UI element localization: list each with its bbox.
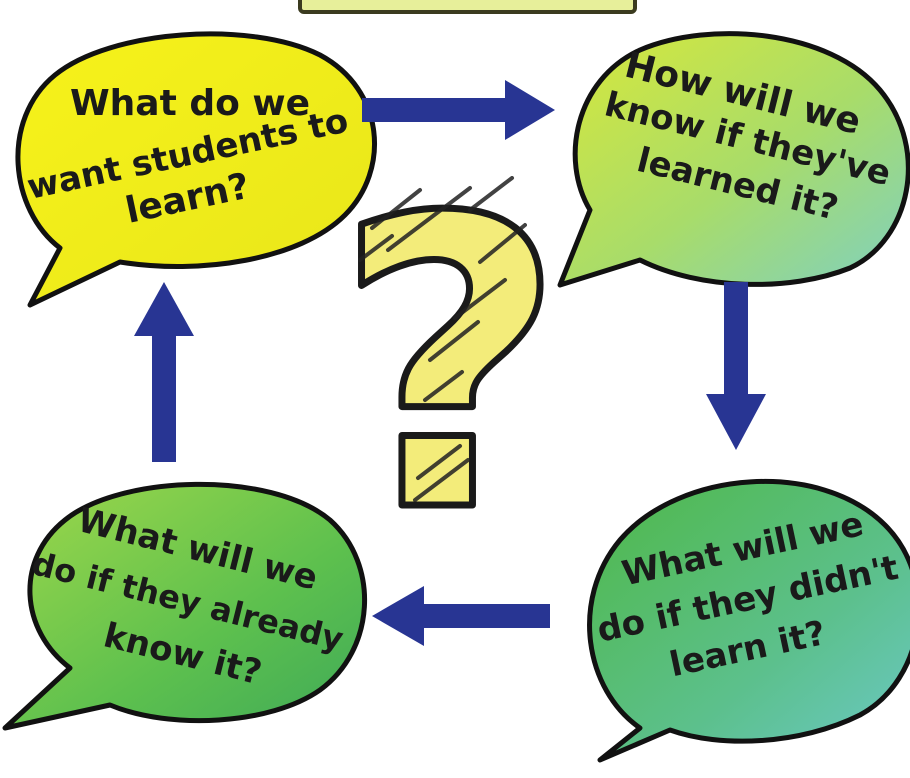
svg-text:What do we: What do we [70,83,310,124]
top-banner [298,0,637,14]
bubble-bottom-right: What will we do if they didn't learn it? [587,479,910,763]
arrow-up [134,282,194,462]
bubble-top-left: What do we want students to learn? [15,31,377,308]
bubble-top-left-line-1: What do we [70,83,310,124]
arrow-left [372,586,550,646]
question-mark-glyph: ? [334,135,566,600]
bubble-bottom-left: What will we do if they already know it? [2,481,368,731]
arrow-down [706,282,766,450]
question-mark-hatching [358,176,527,502]
question-mark-icon: ? [330,132,569,604]
arrow-right [362,80,555,140]
bubble-top-right: How will we know if they've learned it? [557,31,910,288]
